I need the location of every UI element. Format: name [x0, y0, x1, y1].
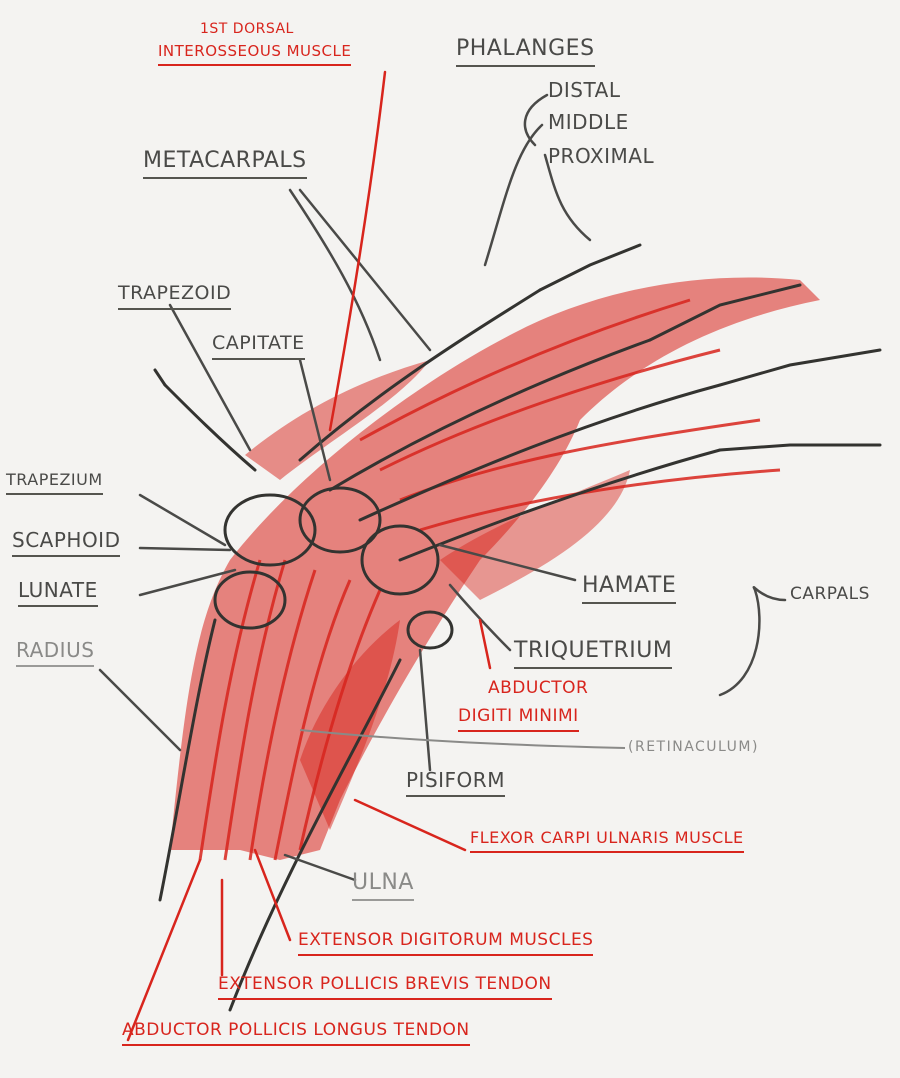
label-trapezoid: TRAPEZOID	[118, 284, 232, 310]
ulna-bone	[228, 658, 402, 1012]
label-extensor-pollicis: EXTENSOR POLLICIS BREVIS TENDON	[218, 976, 552, 1000]
muscle-shading	[170, 277, 820, 860]
flexor-belly	[300, 620, 400, 830]
finger-index	[538, 243, 642, 292]
label-distal: DISTAL	[548, 78, 621, 102]
pisiform-bone	[406, 610, 454, 650]
finger-middle	[648, 283, 802, 342]
carpal-cluster-a	[223, 493, 317, 567]
red-leaders	[126, 70, 492, 1042]
metacarpal-1	[163, 383, 257, 472]
label-lunate: LUNATE	[18, 580, 98, 607]
carpals-brace	[718, 586, 787, 697]
label-radius: RADIUS	[16, 640, 95, 667]
label-abductor-line1: ABDUCTOR	[488, 678, 589, 698]
label-carpals: CARPALS	[790, 584, 870, 604]
label-capitate: CAPITATE	[212, 334, 305, 360]
label-flexor: FLEXOR CARPI ULNARIS MUSCLE	[470, 830, 744, 853]
label-abductor-pollicis: ABDUCTOR POLLICIS LONGUS TENDON	[122, 1022, 470, 1046]
label-phalanges: PHALANGES	[456, 38, 595, 67]
radius-bone	[158, 618, 217, 902]
thumb-web-muscle	[245, 360, 430, 480]
gray-leaders	[98, 93, 787, 882]
label-scaphoid: SCAPHOID	[12, 530, 121, 557]
carpal-cluster-d	[213, 570, 287, 630]
label-retinaculum: (RETINACULUM)	[628, 739, 759, 755]
bones	[153, 243, 882, 1012]
thumb	[153, 368, 167, 387]
carpal-cluster-b	[298, 486, 382, 554]
label-trapezium: TRAPEZIUM	[6, 472, 103, 495]
metacarpal-3	[328, 338, 652, 492]
label-dorsal-interosseous-line2: INTEROSSEOUS MUSCLE	[158, 44, 352, 66]
label-pisiform: PISIFORM	[406, 770, 505, 797]
hypothenar-muscle	[440, 470, 630, 600]
label-middle: MIDDLE	[548, 110, 629, 134]
label-extensor-digitorum: EXTENSOR DIGITORUM MUSCLES	[298, 932, 594, 956]
label-dorsal-interosseous-line1: 1ST DORSAL	[200, 21, 294, 37]
finger-little	[718, 443, 882, 452]
metacarpal-2	[298, 288, 542, 462]
metacarpal-4	[358, 383, 722, 522]
label-hamate: HAMATE	[582, 575, 677, 604]
retinaculum-leader	[299, 729, 626, 749]
label-metacarpals: METACARPALS	[143, 150, 307, 179]
label-abductor-line2: DIGITI MINIMI	[458, 708, 579, 732]
carpal-cluster-c	[360, 524, 440, 596]
label-proximal: PROXIMAL	[548, 144, 655, 168]
label-triquetrium: TRIQUETRIUM	[514, 640, 673, 669]
red-tendon-strokes	[198, 298, 781, 861]
label-ulna: ULNA	[352, 872, 414, 901]
finger-ring	[718, 348, 882, 387]
